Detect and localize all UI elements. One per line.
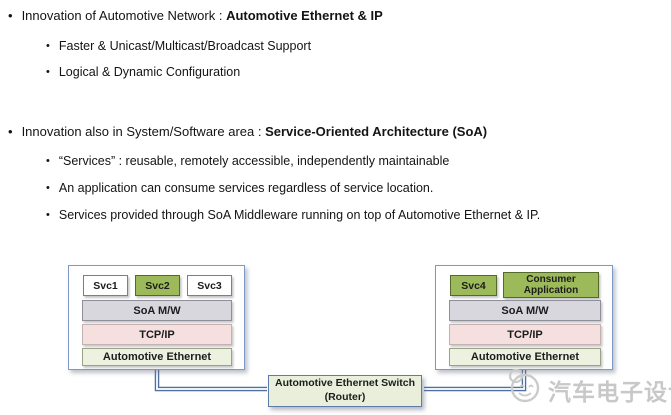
bullet-heading: • Innovation also in System/Software are…	[8, 123, 487, 140]
bullet-item: • “Services” : reusable, remotely access…	[46, 153, 449, 169]
left-ecu-box: Svc1 Svc2 Svc3 SoA M/W TCP/IP Automotive…	[68, 265, 245, 370]
ethernet-switch-title: Automotive Ethernet Switch	[274, 377, 415, 390]
bullet-icon: •	[46, 182, 50, 194]
watermark-text: 汽车电子设计	[548, 379, 671, 405]
bullet-icon: •	[46, 40, 50, 52]
bullet-item: • Faster & Unicast/Multicast/Broadcast S…	[46, 38, 311, 54]
bullet-icon: •	[8, 8, 13, 23]
svc4-label: Svc4	[461, 279, 486, 292]
bullet-item-text: Services provided through SoA Middleware…	[58, 208, 541, 222]
svc1-box: Svc1	[83, 275, 128, 296]
automotive-ethernet-label: Automotive Ethernet	[102, 351, 212, 363]
tcpip-layer: TCP/IP	[82, 324, 232, 345]
bullet-item-text: “Services” : reusable, remotely accessib…	[58, 154, 450, 168]
bullet-item: • Logical & Dynamic Configuration	[46, 64, 240, 80]
soa-middleware-label: SoA M/W	[133, 304, 181, 317]
bullet-icon: •	[46, 66, 50, 78]
heading-text: Innovation of Automotive Network : Autom…	[21, 8, 383, 23]
watermark-logo-icon	[508, 368, 540, 403]
tcpip-layer: TCP/IP	[449, 324, 601, 345]
automotive-ethernet-label: Automotive Ethernet	[470, 351, 580, 363]
automotive-ethernet-layer: Automotive Ethernet	[82, 348, 232, 366]
consumer-application-label: Consumer Application	[523, 273, 579, 297]
svc2-box: Svc2	[135, 275, 180, 296]
consumer-application-box: Consumer Application	[503, 272, 599, 298]
svc3-box: Svc3	[187, 275, 232, 296]
bullet-item: • An application can consume services re…	[46, 180, 433, 196]
svc4-box: Svc4	[450, 275, 497, 296]
svc2-label: Svc2	[145, 279, 170, 292]
bullet-icon: •	[8, 124, 13, 139]
bullet-icon: •	[46, 155, 50, 167]
automotive-ethernet-layer: Automotive Ethernet	[449, 348, 601, 366]
bullet-heading: • Innovation of Automotive Network : Aut…	[8, 7, 383, 24]
soa-middleware-label: SoA M/W	[501, 304, 549, 317]
ethernet-switch-box: Automotive Ethernet Switch (Router)	[268, 375, 422, 407]
ethernet-switch-subtitle: (Router)	[324, 391, 366, 403]
bullet-icon: •	[46, 209, 50, 221]
bullet-item: • Services provided through SoA Middlewa…	[46, 207, 540, 223]
bullet-item-text: Logical & Dynamic Configuration	[58, 65, 241, 79]
svc3-label: Svc3	[197, 279, 222, 292]
right-ecu-box: Svc4 Consumer Application SoA M/W TCP/IP…	[435, 265, 613, 370]
tcpip-label: TCP/IP	[139, 328, 175, 341]
bullet-item-text: An application can consume services rega…	[58, 181, 434, 195]
soa-middleware-layer: SoA M/W	[449, 300, 601, 321]
soa-middleware-layer: SoA M/W	[82, 300, 232, 321]
bullet-item-text: Faster & Unicast/Multicast/Broadcast Sup…	[58, 39, 312, 53]
tcpip-label: TCP/IP	[507, 328, 543, 341]
svc1-label: Svc1	[93, 279, 118, 292]
heading-text: Innovation also in System/Software area …	[21, 124, 488, 139]
